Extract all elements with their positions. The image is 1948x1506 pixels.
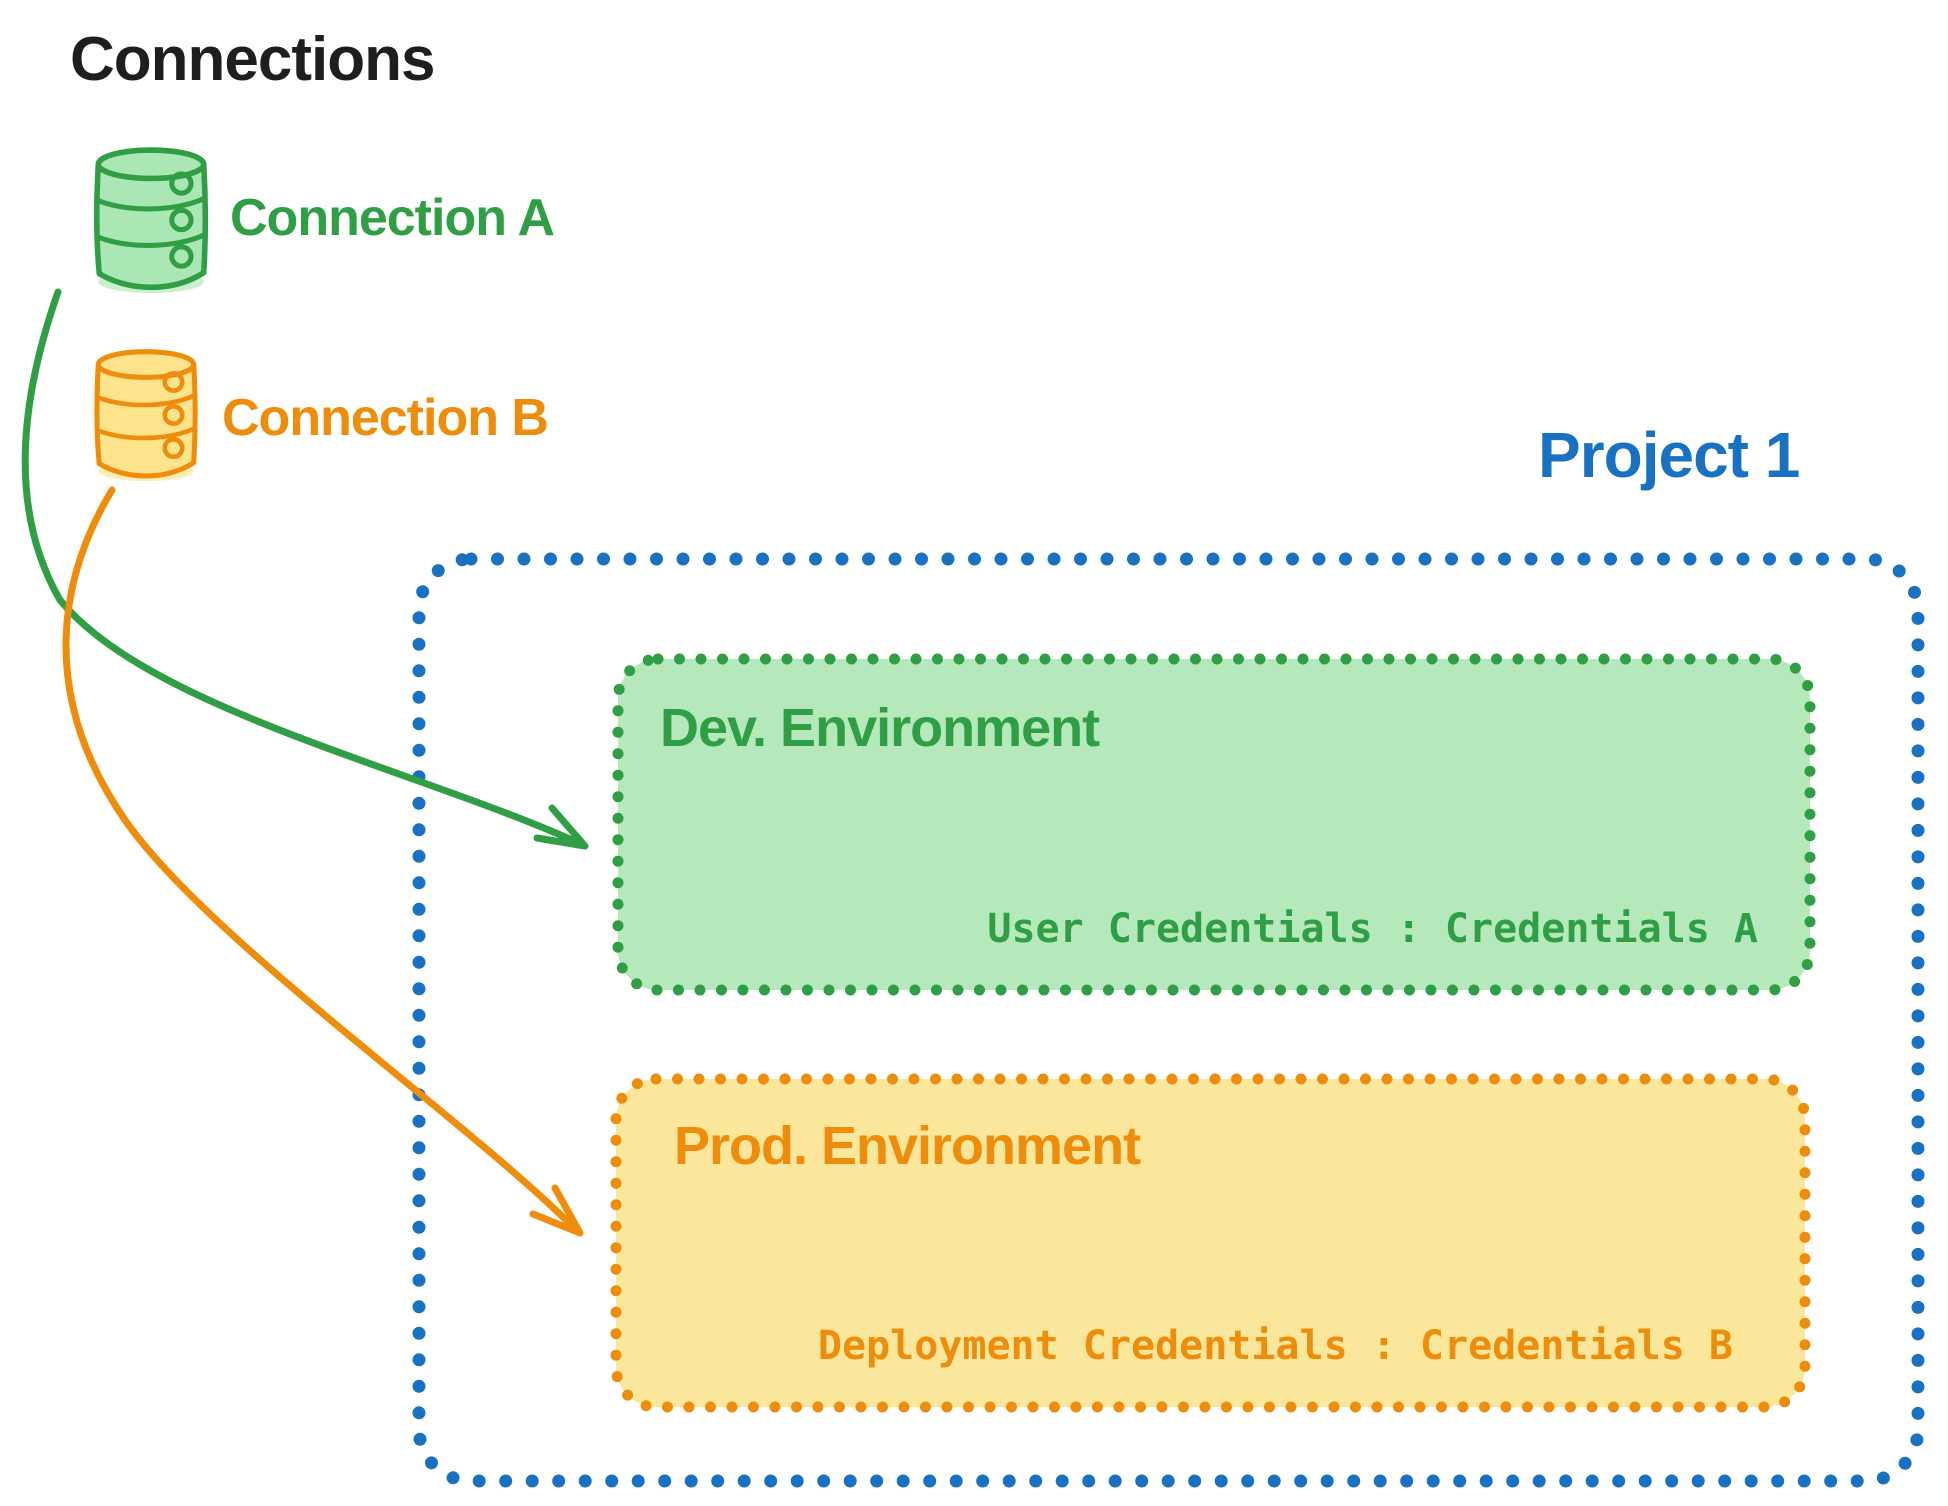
diagram-title: Connections [70, 25, 435, 94]
prod-environment-name: Prod. Environment [674, 1116, 1141, 1176]
prod-environment-border [610, 1073, 1811, 1413]
dev-environment-credentials: User Credentials : Credentials A [987, 906, 1758, 952]
dev-environment-border [612, 653, 1816, 996]
connection-a-label: Connection A [230, 189, 555, 247]
project-title: Project 1 [1538, 419, 1800, 491]
dev-environment-box: Dev. Environment User Credentials : Cred… [612, 653, 1816, 996]
dev-environment-name: Dev. Environment [660, 698, 1100, 758]
database-icon-connection-a [94, 147, 209, 293]
database-icon-connection-b [94, 349, 198, 482]
connection-b-label: Connection B [222, 389, 549, 447]
prod-environment-box: Prod. Environment Deployment Credentials… [610, 1073, 1811, 1413]
prod-environment-credentials: Deployment Credentials : Credentials B [817, 1323, 1733, 1369]
